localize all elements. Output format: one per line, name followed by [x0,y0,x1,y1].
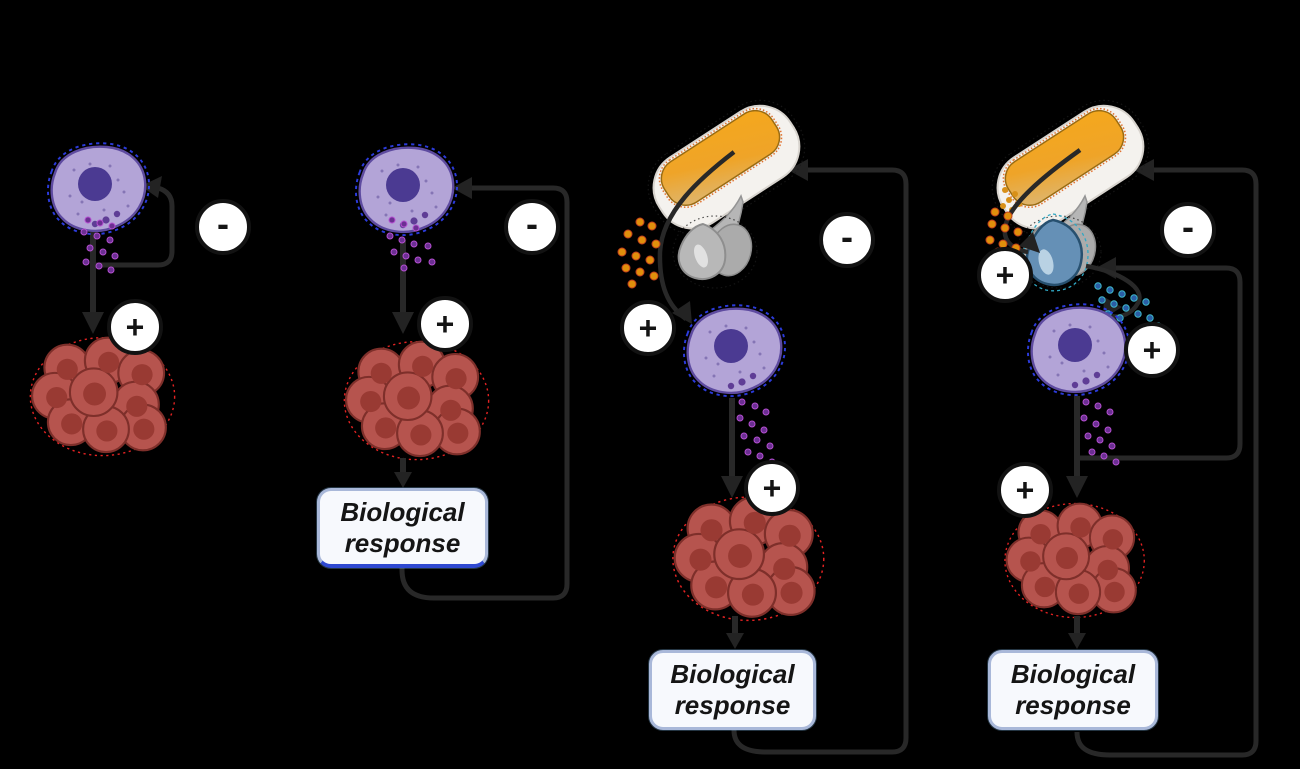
arrowhead-icon [392,312,414,334]
gland-to-cell-arrow [657,150,736,321]
plus-sign-circle: + [107,299,163,355]
arrowhead-icon [394,472,412,488]
arrowhead-icon [452,177,472,199]
minus-sign-circle: - [819,212,875,268]
target-cell-cluster-icon [343,340,490,461]
arrowhead-icon [721,476,743,498]
negative-feedback-line [93,185,175,268]
arrowhead-icon [1019,232,1040,253]
target-cell-cluster-icon [671,496,825,622]
minus-sign-circle: - [1160,202,1216,258]
negative-feedback-line [731,167,909,755]
plus-sign-circle: + [744,460,800,516]
biological-response-label: response [1015,690,1131,720]
plus-sign-circle: + [1124,322,1180,378]
panel-2-response-feedback [343,143,570,601]
secreting-cell-icon [1026,303,1131,397]
short-loop-feedback-line [1077,265,1243,461]
long-loop-feedback-line [1074,167,1259,758]
target-cell-cluster-icon [1003,502,1146,619]
arrowhead-icon [82,312,104,334]
minus-sign-circle: - [195,199,251,255]
biological-response-label: Biological [670,659,795,689]
biological-response-box: Biological response [317,488,488,568]
panel-1-ultrashort-feedback [29,142,176,457]
arrowhead-icon [1068,633,1086,649]
arrowhead-icon [1134,159,1154,181]
biological-response-label: Biological [1010,659,1136,689]
hormone-dots-purple [736,398,776,466]
panel-4-full-axis-feedback [975,84,1259,758]
biological-response-box: Biological response [988,650,1158,730]
hormone-dots-orange [985,207,1023,257]
plus-sign-circle: + [977,247,1033,303]
arrowhead-icon [672,301,692,324]
plus-sign-circle: + [997,462,1053,518]
plus-sign-circle: + [417,296,473,352]
arrowhead-icon [1066,476,1088,498]
hormone-dots-purple [80,216,119,274]
biological-response-label: response [674,690,791,720]
arrowhead-icon [726,633,744,649]
arrowhead-icon [141,176,162,198]
biological-response-box: Biological response [649,650,816,730]
plus-sign-circle: + [620,300,676,356]
secreting-cell-icon [354,143,459,237]
biological-response-label: Biological [340,496,465,527]
biological-response-label: response [344,527,461,558]
negative-feedback-line [399,185,570,601]
hormone-dots-purple [1080,398,1120,466]
hormone-dots-orange [617,217,661,289]
minus-sign-circle: - [504,199,560,255]
target-cell-cluster-icon [29,336,176,457]
secreting-cell-icon [682,304,787,398]
panel-3-gland-axis-feedback [617,84,909,755]
hormone-dots-purple [386,216,436,272]
